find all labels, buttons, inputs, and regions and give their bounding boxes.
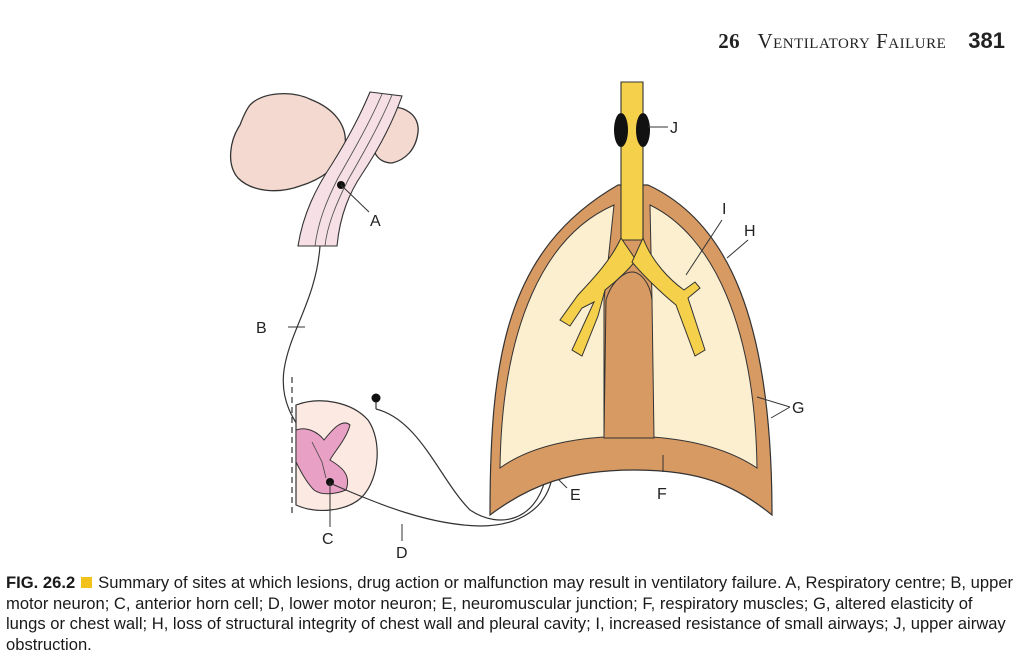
leader-line-a <box>340 184 370 213</box>
label-c: C <box>322 531 334 548</box>
right-bronchus <box>631 236 706 357</box>
cerebrum <box>230 93 346 192</box>
label-a: A <box>370 213 381 230</box>
lower-motor-neuron <box>331 477 553 527</box>
dorsal-root-ganglion <box>371 393 381 403</box>
left-lung <box>499 204 615 469</box>
label-f: F <box>657 486 667 503</box>
label-g: G <box>792 400 804 417</box>
chapter-title: Ventilatory Failure <box>757 29 947 53</box>
running-head: 26 Ventilatory Failure 381 <box>718 28 1005 54</box>
leader-line-g-1 <box>756 396 791 408</box>
brainstem <box>297 91 403 247</box>
label-j: J <box>670 120 678 137</box>
leader-line-g-2 <box>770 406 791 419</box>
left-bronchus <box>559 236 637 357</box>
leader-line-i <box>685 219 723 276</box>
label-b: B <box>256 320 267 337</box>
airway-obstruction-right <box>636 113 650 147</box>
airway-tree <box>559 81 706 357</box>
brainstem-tract-line <box>324 94 393 247</box>
grey-matter <box>295 422 351 495</box>
label-i: I <box>722 201 726 218</box>
caption-marker-icon <box>81 577 93 588</box>
ventilatory-failure-diagram: A B C D E J I H <box>230 81 804 562</box>
thorax-illustration <box>489 184 773 517</box>
spinal-cord-section: C <box>291 377 378 548</box>
right-lung <box>649 204 758 469</box>
airway-obstruction-left <box>614 113 628 147</box>
label-d: D <box>396 545 408 562</box>
label-e: E <box>570 487 581 504</box>
grey-matter-detail <box>311 441 327 479</box>
caption-text: Summary of sites at which lesions, drug … <box>6 573 1014 654</box>
chapter-number: 26 <box>718 29 740 53</box>
brain-illustration: A <box>230 91 419 247</box>
page-number: 381 <box>968 28 1005 53</box>
figure-label: FIG. 26.2 <box>6 573 76 592</box>
leader-line-h <box>726 239 749 259</box>
chapter-heading: 26 Ventilatory Failure <box>718 29 946 54</box>
trachea <box>620 81 644 241</box>
mediastinum <box>603 271 655 439</box>
brainstem-tract-line <box>314 93 383 247</box>
label-h: H <box>744 223 756 240</box>
afferent-nerve <box>375 408 546 521</box>
